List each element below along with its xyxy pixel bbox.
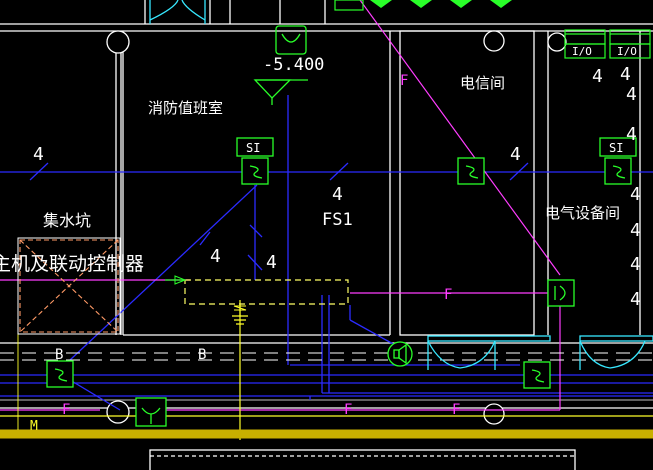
svg-text:F: F [344, 402, 352, 418]
svg-text:4: 4 [626, 84, 637, 105]
svg-text:4: 4 [332, 184, 343, 205]
controller-dashed-box [184, 279, 349, 305]
io-label-2: I/O [617, 45, 637, 58]
telecom-room-label: 电信间 [460, 75, 505, 92]
fire-duty-room-label: 消防值班室 [148, 100, 223, 117]
svg-text:F: F [400, 73, 408, 89]
sump-pit-box [19, 239, 119, 333]
svg-text:4: 4 [620, 64, 631, 85]
columns [106, 30, 567, 425]
wire-count-labels: 4 4 4 4 4 4 4 4 4 4 4 4 4 [33, 64, 641, 310]
earth-symbol [232, 304, 248, 325]
svg-text:4: 4 [33, 144, 44, 165]
fire-line-tags: F F F F F [62, 73, 460, 418]
smoke-detector-electrical [547, 279, 575, 307]
broadcast-line-tags: B B [55, 347, 206, 363]
elevation-text: -5.400 [263, 55, 324, 75]
broadcast-lines [0, 352, 653, 361]
io-label-1: I/O [572, 45, 592, 58]
svg-text:F: F [62, 402, 70, 418]
cable-code-text: FS1 [322, 210, 353, 230]
si-label-right: SI [609, 141, 623, 155]
phone-device [135, 397, 167, 427]
sump-pit-label: 集水坑 [43, 212, 91, 230]
fire-lines-magenta [0, 0, 561, 411]
svg-text:4: 4 [592, 66, 603, 87]
svg-text:4: 4 [630, 289, 641, 310]
top-green-triangles [370, 0, 512, 8]
pump-controller-label: 主机及联动控制器 [0, 253, 144, 275]
svg-text:4: 4 [630, 184, 641, 205]
svg-text:B: B [55, 347, 63, 363]
bus-line-tag: M [30, 419, 38, 434]
speaker-device [387, 341, 413, 367]
svg-text:4: 4 [210, 246, 221, 267]
si-device-right [599, 137, 637, 185]
elevation-marker [253, 25, 308, 105]
si-device-left [236, 137, 274, 185]
svg-text:4: 4 [630, 220, 641, 241]
svg-text:F: F [452, 402, 460, 418]
cable-lines-blue [0, 95, 653, 411]
cable-ticks [29, 162, 529, 271]
module-corridor-left [46, 360, 74, 388]
svg-text:4: 4 [626, 124, 637, 145]
svg-text:4: 4 [510, 144, 521, 165]
svg-text:B: B [198, 347, 206, 363]
svg-text:4: 4 [266, 252, 277, 273]
electrical-room-label: 电气设备间 [545, 205, 620, 222]
module-telecom [457, 157, 485, 185]
si-label-left: SI [246, 141, 260, 155]
doors-cyan [149, 0, 653, 370]
module-corridor-right [523, 361, 551, 389]
svg-text:F: F [444, 287, 452, 303]
svg-text:4: 4 [630, 254, 641, 275]
yellow-lines [0, 300, 653, 440]
